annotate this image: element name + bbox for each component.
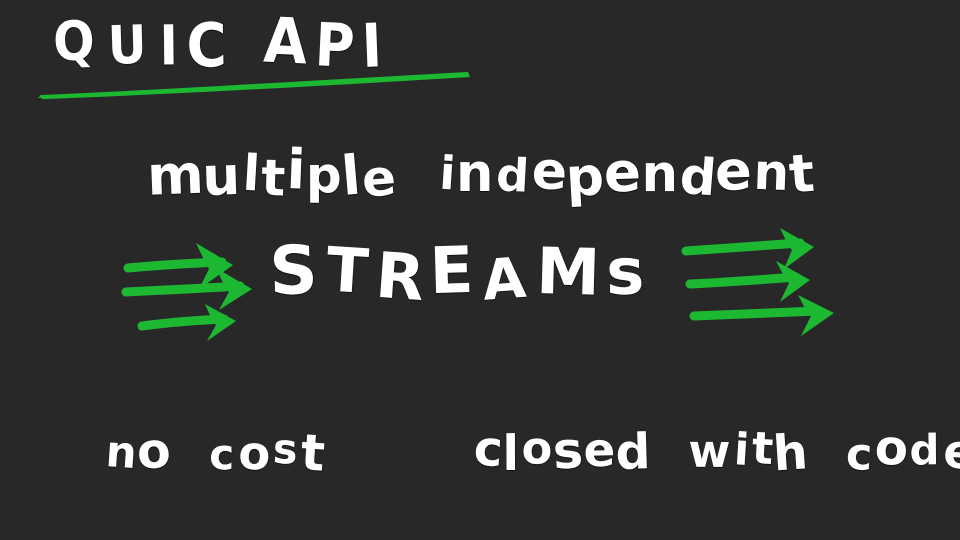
arrow-right-3 <box>689 306 823 321</box>
glyph: l <box>241 144 264 203</box>
glyph: c <box>472 419 507 479</box>
glyph: t <box>298 422 329 483</box>
arrow-right-1-head <box>780 228 814 269</box>
glyph <box>809 428 827 474</box>
glyph: s <box>605 233 653 310</box>
glyph: e <box>359 148 400 209</box>
glyph: E <box>428 231 483 309</box>
arrow-right-1 <box>681 238 805 256</box>
glyph: n <box>455 142 496 204</box>
glyph: c <box>209 429 237 480</box>
glyph: s <box>551 419 587 481</box>
glyph: l <box>502 424 522 482</box>
glyph: i <box>732 423 753 476</box>
glyph: u <box>201 145 244 208</box>
glyph <box>399 150 418 200</box>
incoming-streams-arrows <box>121 243 252 341</box>
glyph: o <box>236 424 274 482</box>
glyph: A <box>261 3 320 80</box>
glyph <box>670 428 688 474</box>
note-no-cost: no cost <box>104 420 328 482</box>
glyph: I <box>360 9 394 82</box>
glyph <box>172 428 190 474</box>
glyph: n <box>641 143 680 204</box>
glyph: M <box>535 233 610 311</box>
glyph: p <box>564 144 608 209</box>
glyph: s <box>272 424 301 474</box>
arrow-left-2 <box>121 281 245 297</box>
glyph: e <box>941 423 960 481</box>
glyph: o <box>134 420 175 481</box>
glyph: T <box>323 233 379 309</box>
headline-streams: STREAMs <box>269 230 653 316</box>
glyph <box>190 428 208 474</box>
glyph: I <box>158 13 188 78</box>
glyph: c <box>845 427 876 481</box>
note-closed-with-code: closed with code <box>472 418 960 482</box>
glyph: e <box>602 140 644 205</box>
glyph: n <box>752 142 793 203</box>
glyph: p <box>305 146 344 205</box>
glyph: e <box>583 421 618 478</box>
glyph: A <box>480 243 536 314</box>
arrow-left-1-head <box>196 243 233 289</box>
glyph: U <box>107 13 157 77</box>
glyph: Q <box>52 8 106 74</box>
arrow-right-2-head <box>776 261 810 302</box>
arrow-left-2-head <box>216 268 252 310</box>
outgoing-streams-arrows <box>681 228 834 336</box>
glyph: P <box>313 9 367 82</box>
arrow-left-3 <box>137 314 229 331</box>
glyph: w <box>688 424 733 478</box>
arrow-right-3-head <box>798 295 834 336</box>
arrow-left-3-head <box>205 304 236 341</box>
glyph: S <box>268 230 328 311</box>
glyph: e <box>714 139 756 204</box>
arrow-left-1 <box>123 257 227 273</box>
page-title: QUIC API <box>52 3 394 82</box>
arrow-right-2 <box>685 272 801 289</box>
glyph <box>236 14 264 72</box>
glyph <box>418 150 437 200</box>
glyph: t <box>260 148 289 208</box>
glyph: o <box>521 421 555 475</box>
glyph: R <box>373 237 436 316</box>
glyph: d <box>495 148 533 203</box>
glyph: m <box>145 142 207 208</box>
glyph: d <box>909 425 942 475</box>
glyph: o <box>872 418 912 477</box>
glyph: t <box>786 142 819 206</box>
glyph: C <box>186 9 238 82</box>
subtitle-multiple-independent: multiple independent <box>146 137 819 208</box>
glyph: d <box>614 422 654 481</box>
glyph <box>652 428 670 474</box>
glyph: h <box>770 422 812 483</box>
glyph <box>827 428 845 474</box>
